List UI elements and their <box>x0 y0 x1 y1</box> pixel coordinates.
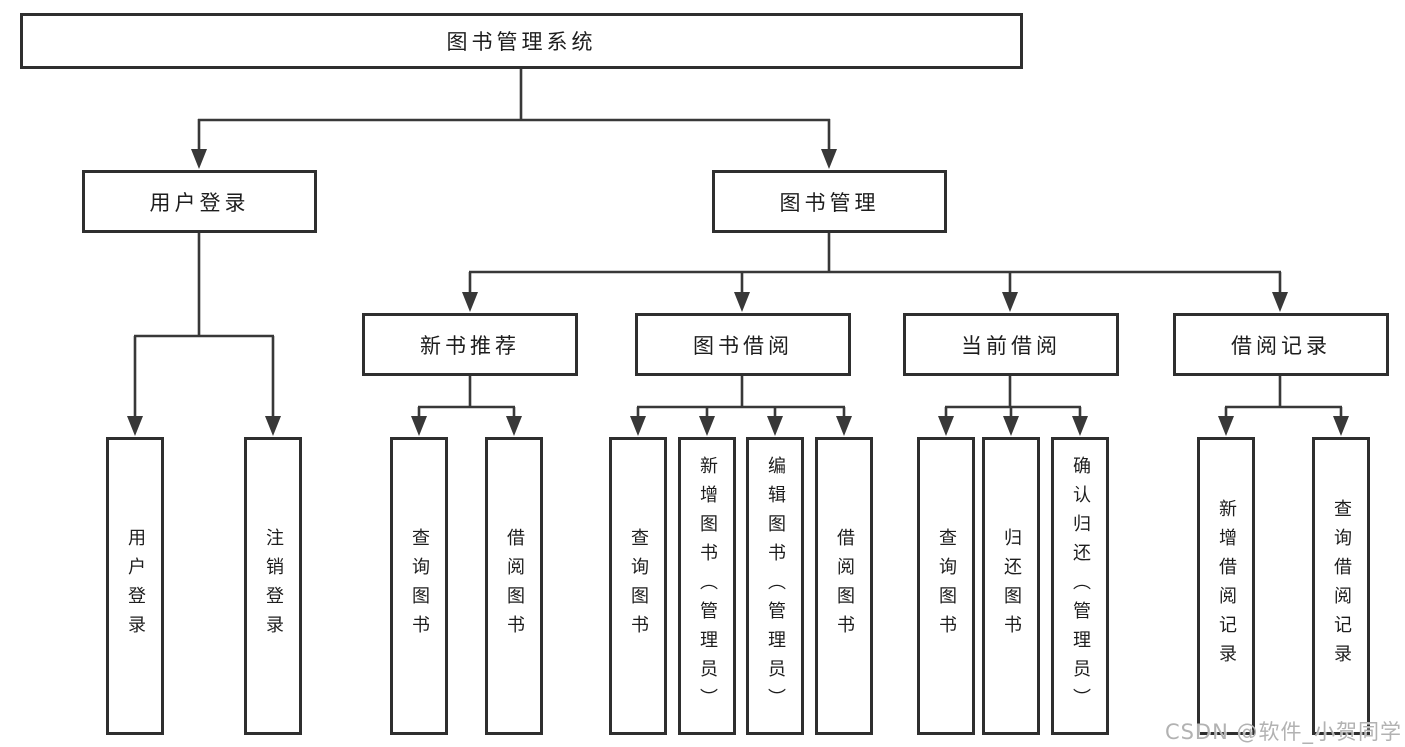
leaf-borrow-books-recommend: 借阅图书 <box>485 437 543 735</box>
node-user-login: 用户登录 <box>82 170 317 233</box>
node-book-borrowing-label: 图书借阅 <box>693 333 793 358</box>
leaf-add-books-admin-label: 新增图书（管理员） <box>697 455 718 717</box>
leaf-user-login-label: 用户登录 <box>125 528 146 644</box>
leaf-edit-books-admin: 编辑图书（管理员） <box>746 437 804 735</box>
node-book-management: 图书管理 <box>712 170 947 233</box>
node-book-management-label: 图书管理 <box>779 190 880 215</box>
leaf-add-borrow-record-label: 新增借阅记录 <box>1216 499 1237 673</box>
leaf-logout-login-label: 注销登录 <box>263 528 284 644</box>
leaf-query-books-current-label: 查询图书 <box>936 528 957 644</box>
node-borrowing-records: 借阅记录 <box>1173 313 1389 376</box>
leaf-logout-login: 注销登录 <box>244 437 302 735</box>
node-library-system: 图书管理系统 <box>20 13 1023 69</box>
node-borrowing-records-label: 借阅记录 <box>1231 333 1331 358</box>
leaf-query-books-borrowing-label: 查询图书 <box>628 528 649 644</box>
leaf-add-books-admin: 新增图书（管理员） <box>678 437 736 735</box>
leaf-query-books-borrowing: 查询图书 <box>609 437 667 735</box>
leaf-borrow-books-borrowing: 借阅图书 <box>815 437 873 735</box>
leaf-return-books-label: 归还图书 <box>1001 528 1022 644</box>
node-new-book-recommendation: 新书推荐 <box>362 313 578 376</box>
leaf-borrow-books-borrowing-label: 借阅图书 <box>834 528 855 644</box>
node-new-book-recommendation-label: 新书推荐 <box>420 333 520 358</box>
node-user-login-label: 用户登录 <box>149 190 250 215</box>
node-current-borrowing: 当前借阅 <box>903 313 1119 376</box>
leaf-query-borrow-record: 查询借阅记录 <box>1312 437 1370 735</box>
node-current-borrowing-label: 当前借阅 <box>961 333 1061 358</box>
leaf-query-borrow-record-label: 查询借阅记录 <box>1331 499 1352 673</box>
leaf-query-books-recommend: 查询图书 <box>390 437 448 735</box>
leaf-confirm-return-admin: 确认归还（管理员） <box>1051 437 1109 735</box>
leaf-query-books-current: 查询图书 <box>917 437 975 735</box>
leaf-confirm-return-admin-label: 确认归还（管理员） <box>1070 455 1091 717</box>
node-library-system-label: 图书管理系统 <box>446 30 597 54</box>
leaf-query-books-recommend-label: 查询图书 <box>409 528 430 644</box>
watermark-text: CSDN @软件_小贺同学 <box>1164 720 1402 744</box>
leaf-borrow-books-recommend-label: 借阅图书 <box>504 528 525 644</box>
leaf-edit-books-admin-label: 编辑图书（管理员） <box>765 455 786 717</box>
node-book-borrowing: 图书借阅 <box>635 313 851 376</box>
leaf-return-books: 归还图书 <box>982 437 1040 735</box>
leaf-user-login: 用户登录 <box>106 437 164 735</box>
leaf-add-borrow-record: 新增借阅记录 <box>1197 437 1255 735</box>
